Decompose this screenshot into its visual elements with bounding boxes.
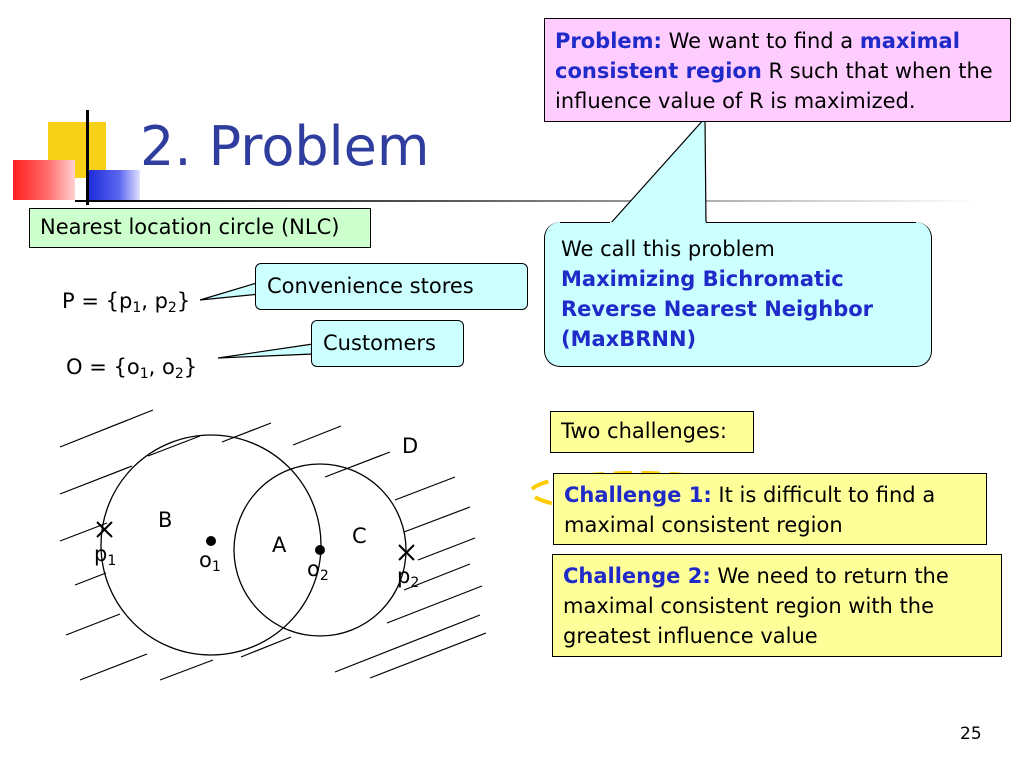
p-set: P = {p1, p2} [62,288,191,316]
point-label-o2-base: o [307,557,320,581]
challenge1-text: It is difficult to find a maximal consis… [564,483,936,537]
problem-text-2: R such that when the influence value of … [555,59,993,113]
point-p2-cross [398,544,415,561]
hatch-lines [59,409,487,681]
o-set-mid: , o [148,355,175,379]
maxbrnn-border-right [706,222,916,223]
p-set-text: P = {p [62,289,133,313]
point-label-o1-sub: 1 [211,559,221,575]
p-set-mid: , p [141,289,168,313]
challenge2-text: We need to return the maximal consistent… [563,564,949,648]
region-label-d: D [402,434,419,458]
convenience-callout-text: Convenience stores [267,274,474,298]
customers-callout-tail [217,343,314,359]
point-label-p1-base: p [94,542,108,566]
convenience-callout-tail [199,281,261,301]
point-label-p2: p2 [397,564,420,591]
customers-callout-text: Customers [323,331,436,355]
maxbrnn-border-left [560,222,610,223]
slide-title: 2. Problem [140,115,430,178]
p-set-sub2: 2 [167,300,177,316]
p-set-end: } [176,289,191,313]
title-decoration-red [13,160,75,200]
title-underline [75,200,980,202]
region-label-a: A [272,533,287,557]
region-label-b: B [158,508,173,532]
o-set-sub2: 2 [174,366,184,382]
problem-label: Problem: [555,29,662,53]
point-label-p2-base: p [397,564,411,588]
challenge1-box: Challenge 1: It is difficult to find a m… [553,473,987,545]
o-set-sub1: 1 [139,366,149,382]
point-label-p2-sub: 2 [410,575,420,591]
region-label-c: C [352,524,367,548]
nlc-label: Nearest location circle (NLC) [40,215,340,239]
problem-highlight: maximal consistent region [555,29,960,83]
maxbrnn-callout: We call this problem Maximizing Bichroma… [544,222,932,367]
convenience-callout: Convenience stores [255,263,528,310]
problem-box: Problem: We want to find a maximal consi… [544,18,1011,122]
page-number: 25 [960,724,982,744]
point-o1 [206,536,216,546]
point-label-o1: o1 [199,548,221,575]
point-label-p1-sub: 1 [107,553,117,569]
maxbrnn-callout-tail [608,116,707,225]
point-label-o1-base: o [199,548,212,572]
maxbrnn-intro: We call this problem [561,237,775,261]
challenge1-label: Challenge 1: [564,483,712,507]
problem-text-1: We want to find a [661,29,860,53]
maxbrnn-name: Maximizing Bichromatic Reverse Nearest N… [561,267,874,351]
o-set-text: O = {o [66,355,140,379]
o-set: O = {o1, o2} [66,354,198,382]
nlc-circle-o1 [100,434,322,656]
title-decoration-vertical-line [86,110,89,205]
point-label-o2-sub: 2 [319,568,329,584]
point-label-p1: p1 [94,542,117,569]
point-p1-cross [96,521,113,538]
customers-callout: Customers [311,320,464,367]
challenge2-label: Challenge 2: [563,564,711,588]
two-challenges-label: Two challenges: [561,419,727,443]
nlc-circle-o2 [233,463,407,637]
point-label-o2: o2 [307,557,329,584]
challenge2-box: Challenge 2: We need to return the maxim… [552,554,1002,657]
point-o2 [315,545,325,555]
nlc-label-box: Nearest location circle (NLC) [29,208,371,248]
o-set-end: } [183,355,198,379]
p-set-sub1: 1 [132,300,142,316]
two-challenges-box: Two challenges: [550,411,754,453]
title-decoration-blue [88,170,140,200]
